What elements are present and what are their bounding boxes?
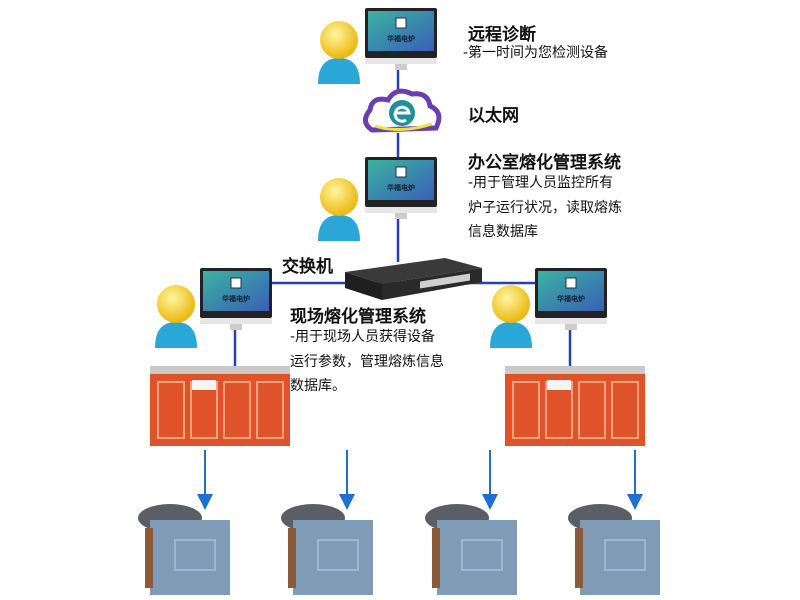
monitor-icon: 华福电炉	[365, 157, 437, 219]
person-icon	[318, 21, 360, 84]
induction-furnace	[425, 504, 517, 595]
field-title: 现场熔化管理系统	[290, 307, 426, 327]
induction-furnace	[568, 504, 660, 595]
monitor-icon: 华福电炉	[365, 8, 437, 70]
person-icon	[490, 285, 532, 348]
monitor-icon: 华福电炉	[535, 268, 607, 330]
field-desc-line: 数据库。	[290, 378, 346, 394]
workstation: 华福电炉	[318, 8, 437, 84]
office-desc-line: -用于管理人员监控所有	[468, 175, 614, 191]
person-icon	[318, 178, 360, 241]
remote-title: 远程诊断	[468, 25, 536, 45]
ethernet-cloud-icon	[363, 88, 442, 133]
workstation: 华福电炉	[490, 268, 607, 348]
monitor-logo: 华福电炉	[387, 183, 415, 192]
person-icon	[155, 285, 197, 348]
remote-desc: -第一时间为您检测设备	[463, 45, 609, 61]
field-desc: -用于现场人员获得设备 运行参数，管理熔炼信息 数据库。	[290, 325, 444, 399]
control-cabinet	[505, 366, 645, 446]
network-switch	[345, 258, 482, 300]
monitor-icon: 华福电炉	[200, 268, 272, 330]
ethernet-label: 以太网	[468, 106, 519, 126]
monitor-logo: 华福电炉	[557, 294, 585, 303]
workstation: 华福电炉	[155, 268, 272, 348]
monitor-logo: 华福电炉	[387, 34, 415, 43]
monitor-logo: 华福电炉	[222, 294, 250, 303]
office-title: 办公室熔化管理系统	[468, 153, 621, 173]
switch-label: 交换机	[282, 257, 333, 277]
office-desc: -用于管理人员监控所有 炉子运行状况，读取熔炼 信息数据库	[468, 171, 622, 245]
arrows	[197, 450, 643, 510]
field-desc-line: -用于现场人员获得设备	[290, 329, 436, 345]
induction-furnace	[138, 504, 230, 595]
office-desc-line: 信息数据库	[468, 224, 538, 240]
office-desc-line: 炉子运行状况，读取熔炼	[468, 199, 622, 216]
induction-furnace	[281, 504, 373, 595]
field-desc-line: 运行参数，管理熔炼信息	[290, 353, 444, 370]
workstation: 华福电炉	[318, 157, 437, 241]
control-cabinet	[150, 366, 290, 446]
